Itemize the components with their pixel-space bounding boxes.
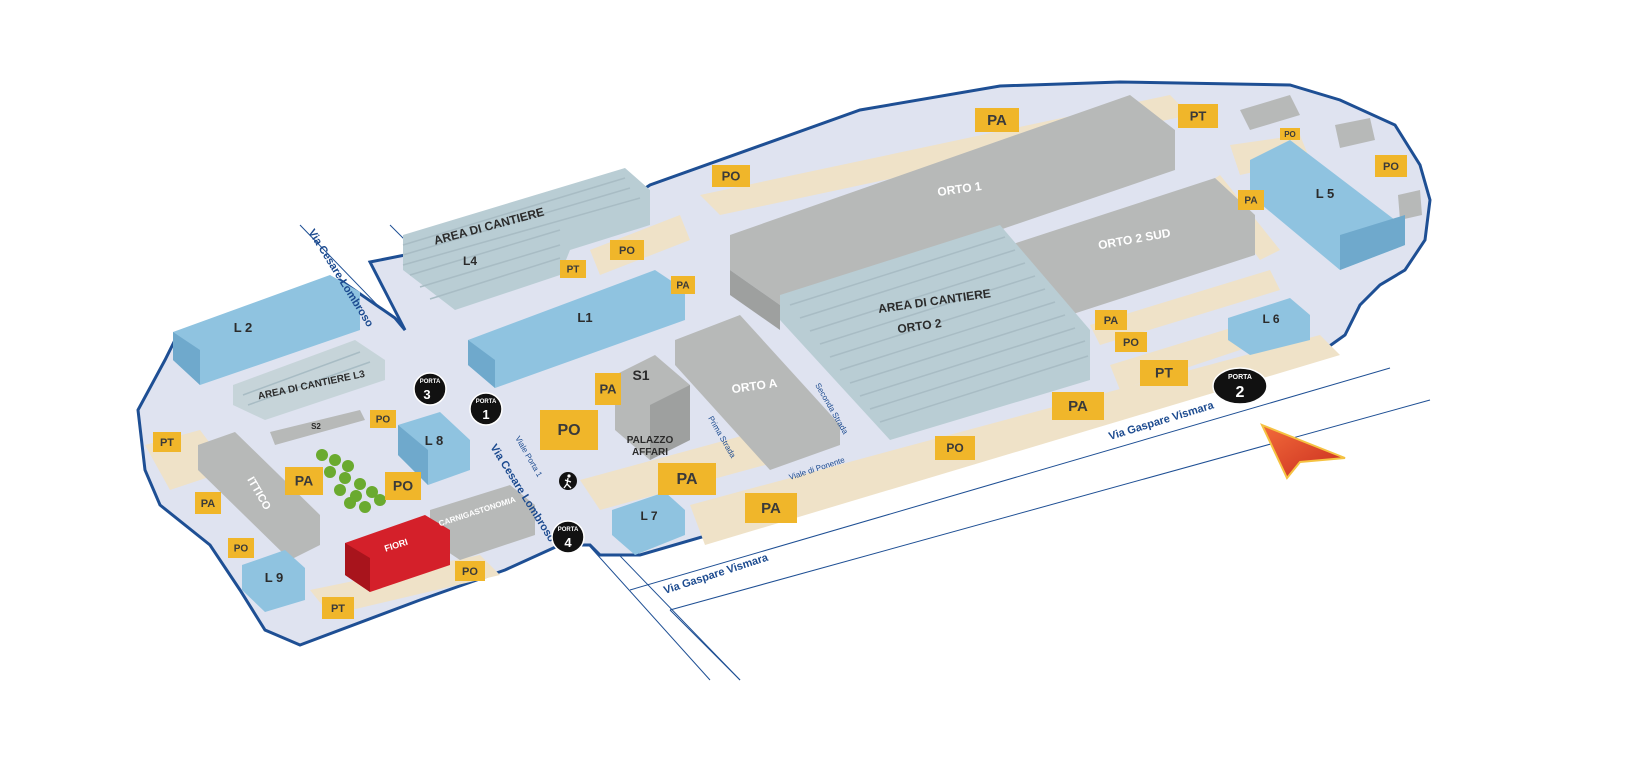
gate-1-word: PORTA <box>476 399 497 405</box>
parking-label-po: PO <box>722 168 741 183</box>
l5-label: L 5 <box>1316 186 1335 201</box>
l2-label: L 2 <box>234 320 253 335</box>
pedestrian-icon <box>559 472 577 490</box>
l8-label: L 8 <box>425 433 444 448</box>
parking-label-pt: PT <box>1155 365 1173 381</box>
area-cantiere-orto2-label-b: ORTO 2 <box>896 316 942 336</box>
gate-1[interactable]: PORTA 1 <box>469 392 503 426</box>
gate-2-number: 2 <box>1236 384 1245 401</box>
parking-label-po: PO <box>234 544 249 555</box>
l6-building <box>1228 298 1310 355</box>
parking-label-pa: PA <box>761 500 781 517</box>
gate-1-number: 1 <box>482 407 489 422</box>
parking-label-pa: PA <box>201 498 216 510</box>
location-arrow-icon <box>1260 423 1346 480</box>
area-cantiere-orto2 <box>780 225 1090 440</box>
street-label-vismara-west: Via Gaspare Vismara <box>662 551 770 596</box>
s2-label: S2 <box>311 422 321 431</box>
l1-label: L1 <box>577 310 592 325</box>
l9-label: L 9 <box>265 570 284 585</box>
parking-label-po: PO <box>462 566 478 578</box>
gate-4[interactable]: PORTA 4 <box>551 520 585 554</box>
parking-label-pa: PA <box>599 381 617 396</box>
parking-label-pt: PT <box>160 437 174 449</box>
s2-building <box>270 410 365 445</box>
parking-label-pt: PT <box>331 603 345 615</box>
gate-3-number: 3 <box>423 387 430 402</box>
parking-label-pa: PA <box>1068 398 1088 415</box>
parking-label-po: PO <box>393 478 413 494</box>
gate-4-number: 4 <box>564 535 572 550</box>
parking-label-pa: PA <box>1244 196 1257 207</box>
orto-a-label: ORTO A <box>731 376 779 396</box>
fiori-building <box>345 515 450 592</box>
parking-label-po: PO <box>946 441 963 455</box>
parking-labels: PA PT PO PO PA PO PT PA PA PO PT PA PO P… <box>160 108 1399 614</box>
palazzo-affari-label-b: AFFARI <box>632 447 668 458</box>
l6-label: L 6 <box>1262 312 1279 326</box>
parking-label-po: PO <box>1284 130 1296 139</box>
l7-label: L 7 <box>640 509 657 523</box>
parking-label-po: PO <box>1123 337 1139 349</box>
construction-areas <box>233 168 1090 440</box>
parking-label-po: PO <box>557 422 580 439</box>
l7-building <box>612 492 685 555</box>
parking-label-pa: PA <box>295 473 313 489</box>
carni-building <box>430 485 535 560</box>
parking-tiles <box>153 104 1407 619</box>
area-cantiere-top <box>403 168 650 310</box>
trees <box>316 449 386 513</box>
l2-building <box>173 275 360 385</box>
palazzo-affari-label-a: PALAZZO <box>627 435 674 446</box>
gray-buildings <box>198 95 1422 560</box>
gate-3-word: PORTA <box>420 379 441 385</box>
l9-building <box>242 550 305 612</box>
parking-label-po: PO <box>376 415 391 426</box>
s1-label: S1 <box>632 367 649 383</box>
ittico-building <box>198 432 320 560</box>
orto-1-building <box>730 95 1175 305</box>
area-cantiere-l3 <box>233 340 385 420</box>
parking-label-pa: PA <box>676 471 697 488</box>
gate-4-word: PORTA <box>558 527 579 533</box>
l1-building <box>468 270 685 388</box>
parking-label-po: PO <box>1383 161 1399 173</box>
orto-a-building <box>675 315 840 470</box>
l4-label: L4 <box>463 254 477 268</box>
blue-buildings <box>173 140 1405 612</box>
gate-3[interactable]: PORTA 3 <box>413 372 447 406</box>
orto-1-label: ORTO 1 <box>936 179 982 199</box>
parking-label-pt: PT <box>1190 108 1207 123</box>
gate-2[interactable]: PORTA 2 <box>1212 367 1268 405</box>
parking-label-po: PO <box>619 245 635 257</box>
parking-label-pa: PA <box>987 112 1007 129</box>
parking-label-pa: PA <box>676 281 689 292</box>
gate-2-word: PORTA <box>1228 374 1252 381</box>
parking-label-pt: PT <box>567 265 580 276</box>
parking-label-pa: PA <box>1104 315 1119 327</box>
orto-2-sud-building <box>1010 178 1255 315</box>
